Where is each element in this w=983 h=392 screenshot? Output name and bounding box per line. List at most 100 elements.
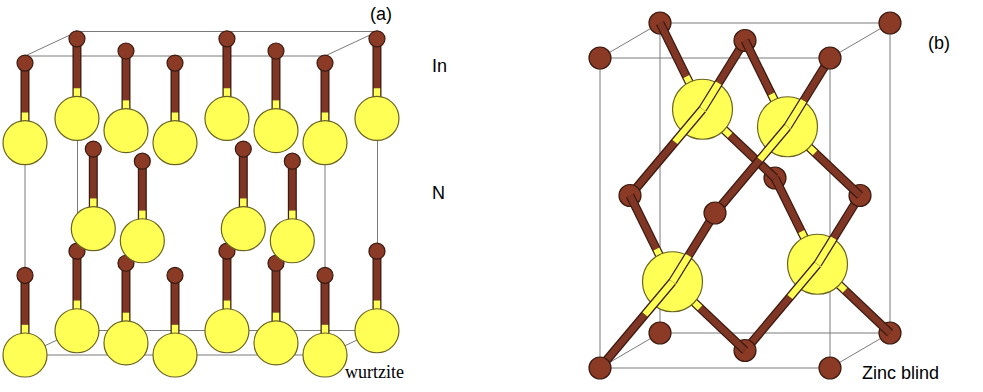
nitrogen-atom xyxy=(317,267,333,283)
zinc-blende-structure xyxy=(589,12,901,379)
bond-indium-half xyxy=(673,256,689,282)
indium-atom xyxy=(120,219,164,263)
nitrogen-atom xyxy=(85,141,101,157)
bond-outline xyxy=(715,127,788,213)
cell-edge xyxy=(325,56,326,355)
nitrogen-atom xyxy=(819,47,841,69)
nitrogen-atom xyxy=(649,322,671,344)
bond-indium-half xyxy=(645,282,673,315)
indium-atom xyxy=(355,309,399,353)
cell-edge xyxy=(600,58,830,59)
indium-atom xyxy=(104,109,148,153)
nitrogen-atom xyxy=(879,12,901,34)
panel-label: (b) xyxy=(928,33,950,53)
atom-label-box: In xyxy=(432,56,447,78)
nitrogen-atom xyxy=(589,47,611,69)
nitrogen-atom xyxy=(284,153,300,169)
indium-atom xyxy=(303,121,347,165)
nitrogen-atom xyxy=(219,31,235,47)
cell-edge xyxy=(600,58,601,368)
indium-atom xyxy=(355,96,399,140)
cell-edge xyxy=(377,32,378,331)
cell-edge xyxy=(660,333,890,334)
nitrogen-atom xyxy=(819,357,841,379)
nitrogen-atom xyxy=(167,267,183,283)
nitrogen-atom xyxy=(589,357,611,379)
bond xyxy=(818,196,861,265)
bond-indium-half xyxy=(818,238,834,264)
unit-cell-box xyxy=(25,32,378,356)
nitrogen-atom xyxy=(118,43,134,59)
bond-outline xyxy=(788,58,831,127)
nitrogen-atom xyxy=(17,267,33,283)
cell-edge xyxy=(830,58,831,368)
bond xyxy=(745,264,818,350)
nitrogen-atom xyxy=(17,55,33,71)
wurtzite-structure xyxy=(3,31,399,377)
panel-label-box: (b) xyxy=(928,33,950,55)
indium-atom xyxy=(55,96,99,140)
bond xyxy=(600,282,673,368)
bond-indium-half xyxy=(675,109,703,142)
indium-atom xyxy=(254,109,298,153)
indium-atom xyxy=(303,333,347,377)
bond-nitrogen-half xyxy=(745,41,771,94)
bond-indium-half xyxy=(703,83,719,109)
structure-name: wurtzite xyxy=(345,362,404,382)
bond xyxy=(788,58,831,127)
bond-outline xyxy=(630,109,703,195)
cell-edge xyxy=(660,23,890,24)
indium-atom xyxy=(221,207,265,251)
bond-outline xyxy=(600,282,673,368)
bond-indium-half xyxy=(760,127,788,160)
bond-nitrogen-half xyxy=(660,23,686,76)
bond-outline xyxy=(703,41,746,110)
indium-atom xyxy=(270,219,314,263)
cell-edge xyxy=(600,368,830,369)
cell-edge xyxy=(77,32,78,331)
bond-outline xyxy=(818,196,861,265)
zinc-blende-atoms xyxy=(589,12,901,379)
indium-atom xyxy=(71,207,115,251)
nitrogen-atom xyxy=(268,43,284,59)
bond-nitrogen-half xyxy=(815,153,860,196)
bond-indium-half xyxy=(790,264,818,297)
bond-outline xyxy=(745,264,818,350)
structure-name: Zinc blind xyxy=(862,363,939,383)
nitrogen-atom xyxy=(704,202,726,224)
nitrogen-atom xyxy=(235,141,251,157)
panel-label: (a) xyxy=(370,4,392,24)
indium-atom xyxy=(55,309,99,353)
bond xyxy=(715,127,788,213)
indium-atom xyxy=(104,321,148,365)
indium-atom xyxy=(254,321,298,365)
bond-nitrogen-half xyxy=(845,290,890,333)
bond xyxy=(673,213,716,282)
wurtzite-atoms xyxy=(3,31,399,377)
bond-outline xyxy=(673,213,716,282)
unit-cell-box xyxy=(600,23,890,368)
indium-atom xyxy=(205,309,249,353)
atom-label: N xyxy=(432,183,445,203)
bond-nitrogen-half xyxy=(630,196,656,249)
panel-label-box: (a) xyxy=(370,4,392,26)
bond xyxy=(703,41,746,110)
indium-atom xyxy=(3,333,47,377)
atom-label-box: N xyxy=(432,183,445,205)
indium-atom xyxy=(3,121,47,165)
cell-edge xyxy=(890,23,891,333)
atom-label: In xyxy=(432,56,447,76)
indium-atom xyxy=(153,121,197,165)
bond-nitrogen-half xyxy=(775,178,801,231)
nitrogen-atom xyxy=(69,31,85,47)
structure-name-box: Zinc blind xyxy=(862,363,939,385)
indium-atom xyxy=(205,96,249,140)
bond-indium-half xyxy=(788,101,804,127)
structure-name-box: wurtzite xyxy=(345,362,404,384)
cell-edge xyxy=(25,56,26,355)
nitrogen-atom xyxy=(134,153,150,169)
nitrogen-atom xyxy=(317,55,333,71)
bond xyxy=(630,109,703,195)
